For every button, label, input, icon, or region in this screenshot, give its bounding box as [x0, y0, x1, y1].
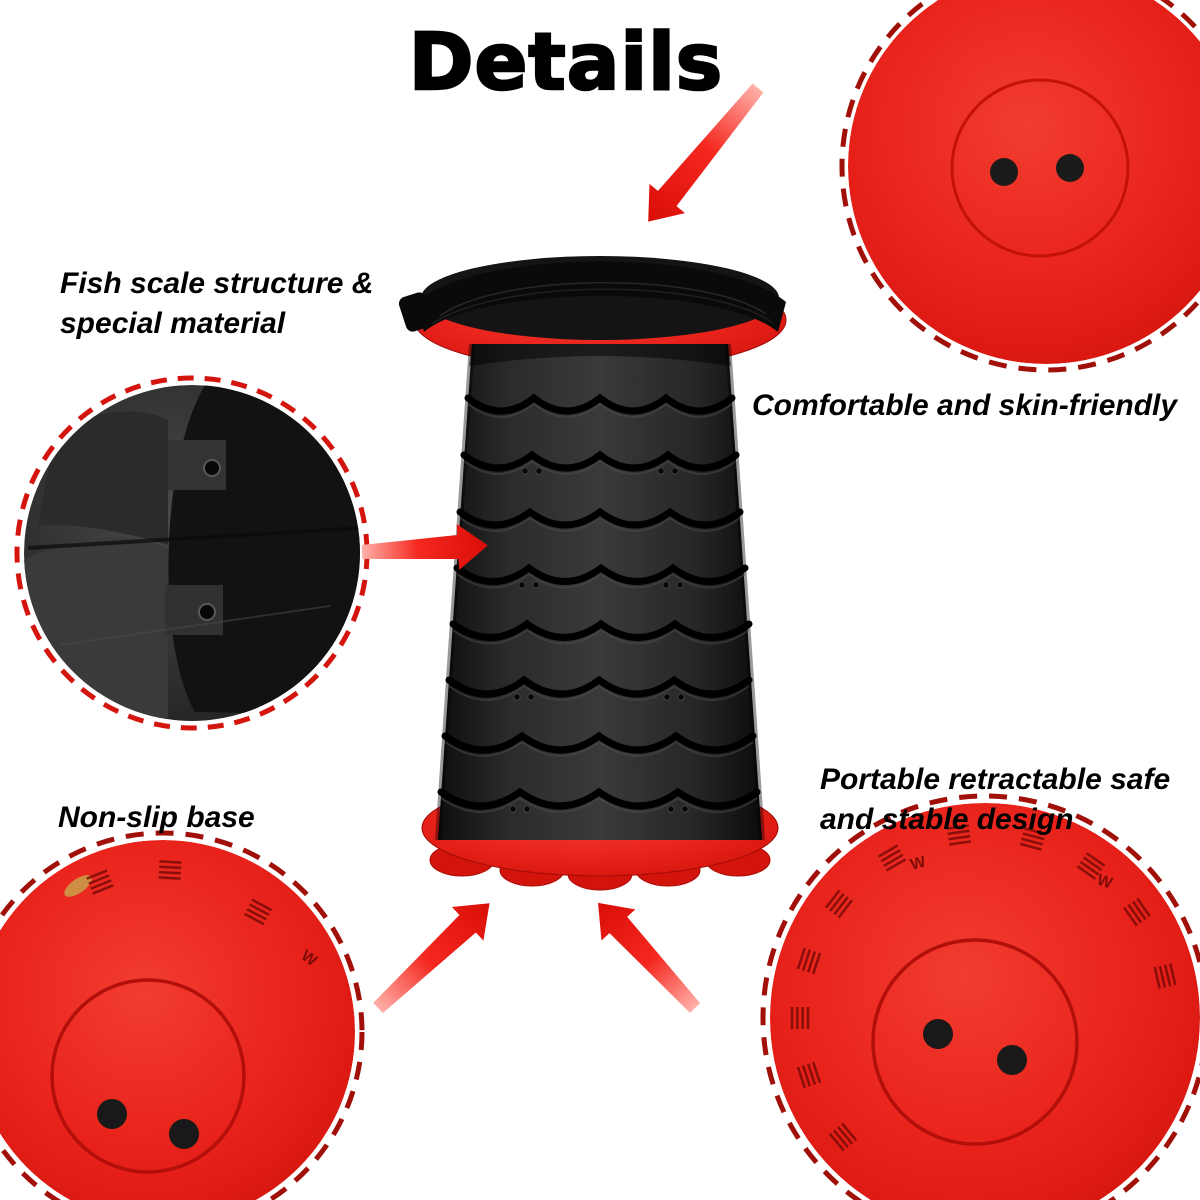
seat-top-view [848, 0, 1200, 364]
stool-product [398, 256, 787, 891]
seat-strap [416, 261, 786, 332]
arrow-to-base-right [598, 902, 701, 1013]
base-hole-dot [169, 1119, 199, 1149]
non-slip-base-detail-circle: W [0, 830, 365, 1200]
seat-button-dot [1056, 154, 1084, 182]
dashed-ring [0, 830, 365, 1200]
screw-dot [198, 603, 216, 621]
base-inner-ring [871, 938, 1079, 1146]
accordion-body [435, 343, 765, 841]
seat-top-detail-circle [839, 0, 1200, 373]
arrow-to-body [361, 524, 488, 570]
pointer-arrows [361, 83, 764, 1014]
base-inner-ring [50, 978, 246, 1174]
base-bottom-view-large [770, 803, 1200, 1200]
arrow-to-seat [648, 83, 764, 222]
fish-scale-detail-circle [14, 375, 370, 731]
callout-line: special material [60, 306, 286, 340]
arrow-to-base-left [373, 903, 490, 1014]
callout-fish-scale: Fish scale structure & special material [60, 264, 373, 344]
dashed-ring [760, 793, 1200, 1200]
page-title: Details [408, 17, 724, 110]
callout-line: Portable retractable safe [820, 763, 1171, 796]
callout-portable: Portable retractable safe and stable des… [820, 760, 1170, 840]
base-hole-dot [923, 1019, 953, 1049]
tread-mark-letter: W [909, 853, 929, 874]
screw-dot [203, 459, 221, 477]
rivet-dots [509, 467, 689, 813]
callout-non-slip: Non-slip base [58, 798, 255, 838]
seat-inner-ring [950, 78, 1130, 258]
non-slip-base-detail-circle-large: W W [760, 793, 1200, 1200]
callout-line: Non-slip base [58, 801, 255, 834]
base-hole-dot [97, 1099, 127, 1129]
callout-line: and stable design [820, 802, 1074, 836]
callout-line: Fish scale structure & [60, 267, 374, 300]
strap-loop [398, 292, 434, 332]
base-hole-dot [997, 1045, 1027, 1075]
callout-comfortable: Comfortable and skin-friendly [752, 386, 1177, 426]
dashed-ring [839, 0, 1200, 373]
tread-mark-letter: W [1095, 872, 1115, 893]
callout-line: Comfortable and skin-friendly [752, 389, 1178, 422]
seat-button-dot [990, 158, 1018, 186]
tread-highlight [64, 875, 92, 897]
